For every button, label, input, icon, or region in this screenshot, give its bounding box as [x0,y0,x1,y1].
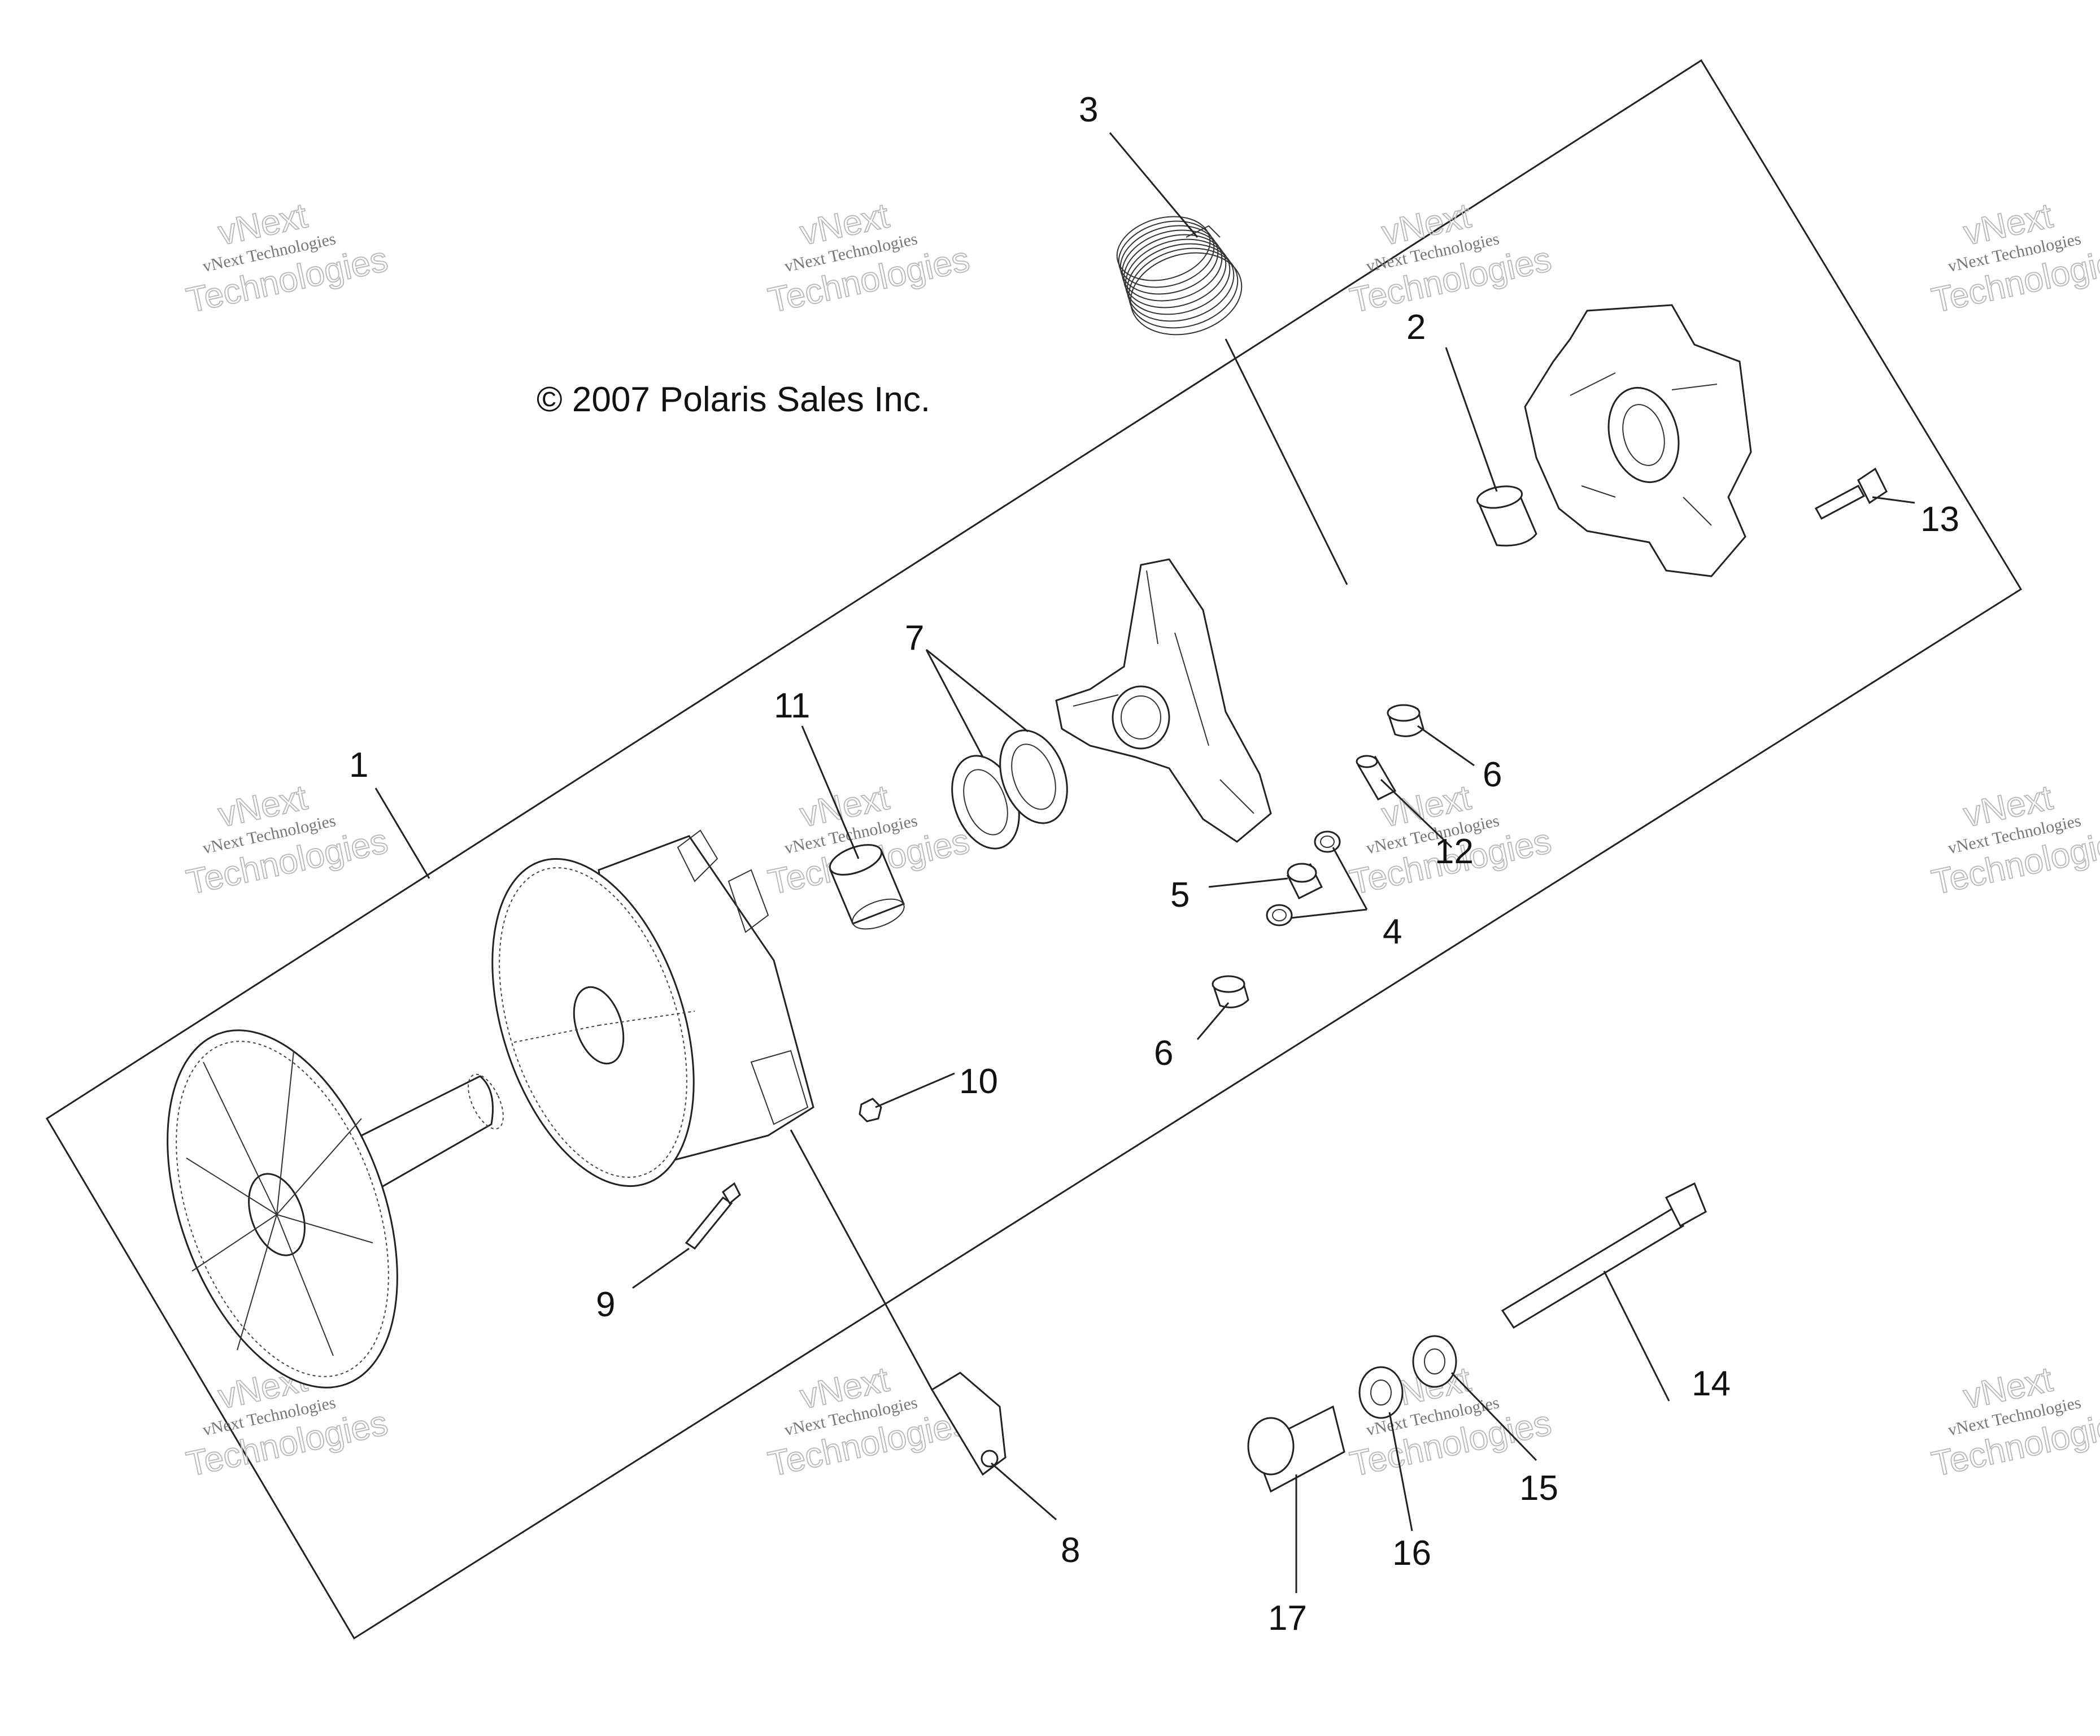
copyright-text: © 2007 Polaris Sales Inc. [537,380,930,419]
washer-part [1412,1335,1457,1388]
watermark: vNext vNext Technologies Technologies [764,195,973,321]
bushing-part [1476,485,1537,547]
bolt-part [685,1182,741,1250]
watermarks: vNext vNext Technologies Technologies vN… [182,195,2100,1485]
button-part [1387,704,1424,737]
watermark: vNext vNext Technologies Technologies [1928,195,2100,321]
callout-7: 7 [905,619,924,658]
watermark: vNext vNext Technologies Technologies [182,195,391,321]
callout-9: 9 [596,1285,615,1324]
long-bolt-part [1501,1182,1707,1329]
button-part [1212,975,1249,1008]
callout-13: 13 [1920,500,1959,539]
callout-labels: 1 2 3 4 5 6 6 7 8 9 10 11 12 13 14 15 16… [349,90,1959,1638]
callout-8: 8 [1061,1531,1080,1570]
small-washer-part [1314,830,1341,853]
bolt-part [1814,467,1888,520]
leader-lines [374,132,1915,1593]
callout-16: 16 [1392,1534,1431,1573]
callout-12: 12 [1435,832,1474,871]
callout-10: 10 [959,1062,998,1101]
callout-6a: 6 [1483,755,1502,794]
pin-part [1356,755,1397,800]
spider-part [1055,558,1272,843]
callout-2: 2 [1406,308,1426,347]
callout-5: 5 [1170,876,1190,915]
callout-14: 14 [1692,1364,1731,1403]
washer-part [1358,1366,1404,1419]
callout-11: 11 [774,686,810,725]
callout-15: 15 [1519,1469,1558,1508]
watermark: vNext vNext Technologies Technologies [1928,777,2100,903]
watermark: vNext vNext Technologies Technologies [1928,1359,2100,1485]
callout-6b: 6 [1154,1034,1173,1073]
callout-3: 3 [1079,90,1098,129]
small-washer-part [1266,904,1293,926]
nut-part [859,1098,882,1122]
fixed-sheave-part [167,1029,504,1389]
roller-part [1286,863,1323,900]
spacer-part [1247,1405,1345,1493]
bushing-part [829,844,905,930]
cover-part [1524,304,1752,577]
movable-sheave-part [491,829,814,1187]
callout-1: 1 [349,746,368,785]
washer-part [999,729,1068,824]
weight-part [930,1372,1007,1476]
callout-17: 17 [1268,1599,1307,1638]
spring-part [1116,216,1243,336]
assembly-boundary [45,59,2023,1640]
callout-4: 4 [1383,912,1402,951]
watermark: vNext vNext Technologies Technologies [1346,195,1555,321]
